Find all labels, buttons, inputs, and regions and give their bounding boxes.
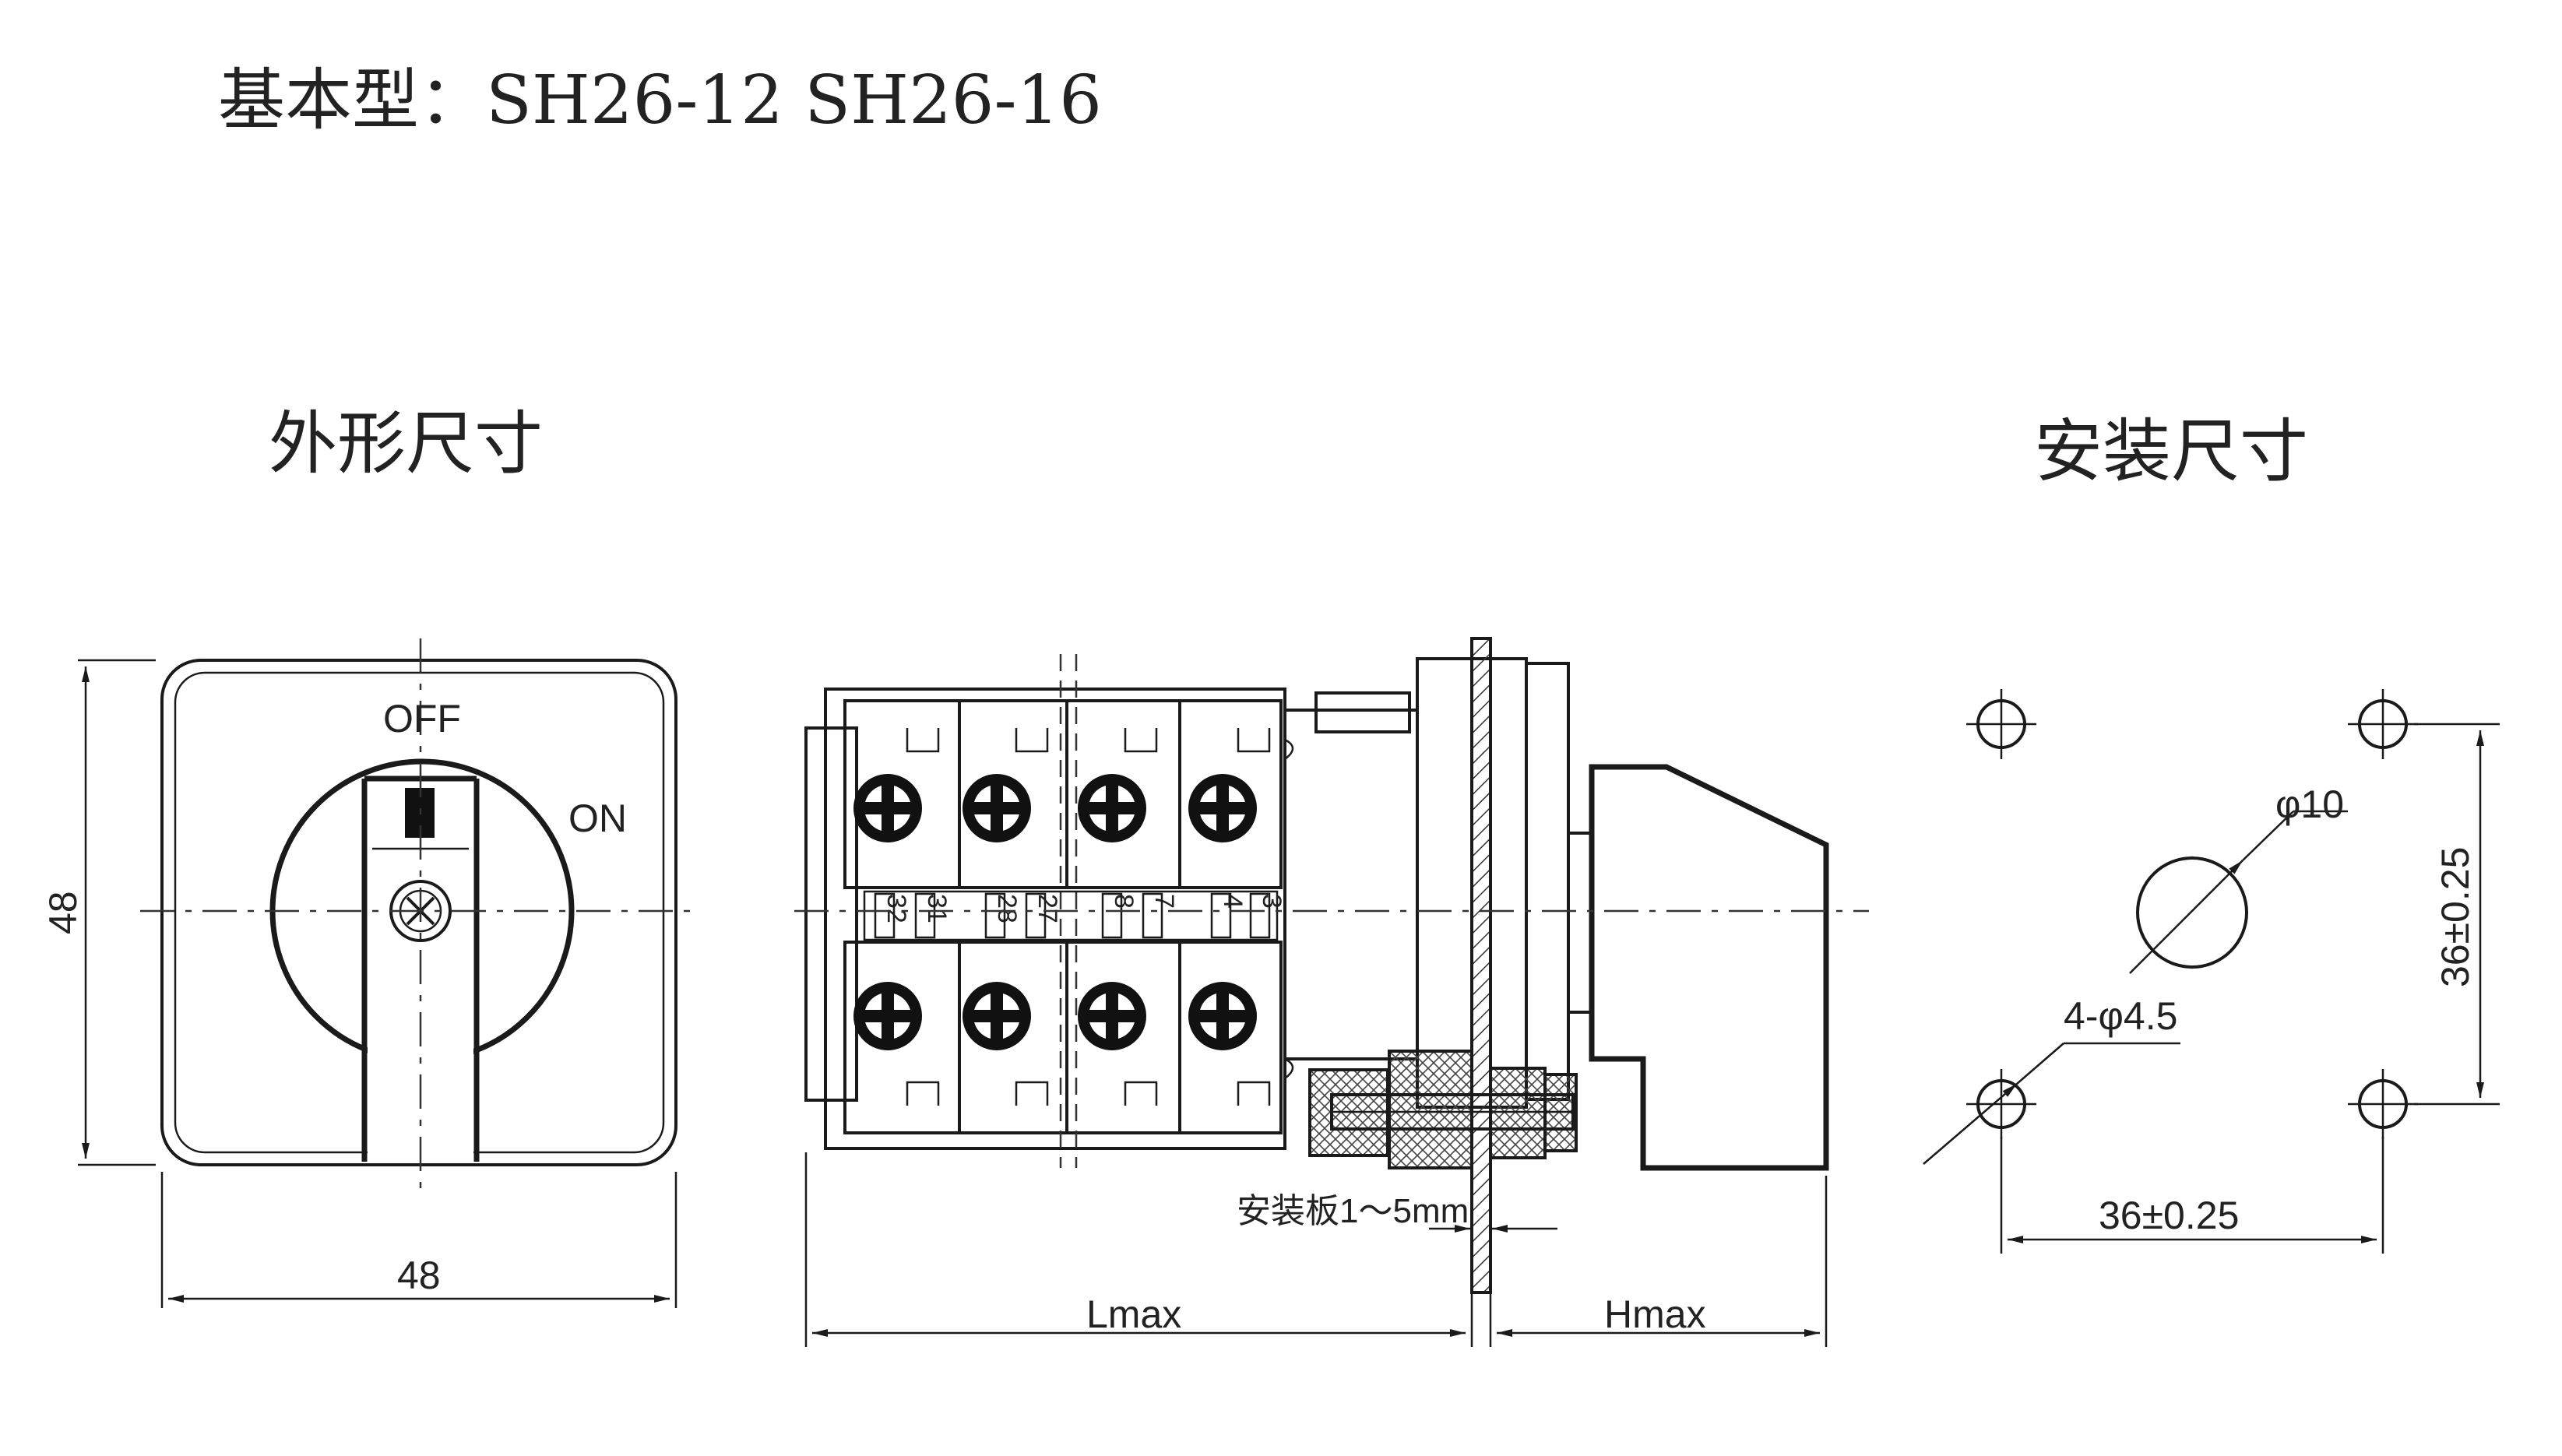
- terminal-number: 3: [1257, 894, 1286, 909]
- dim-hmax: Hmax: [1604, 1292, 1706, 1336]
- page-title: 基本型：SH26-12 SH26-16: [218, 62, 1102, 139]
- label-center-hole: φ10: [2275, 783, 2344, 826]
- label-off: OFF: [383, 697, 461, 740]
- terminal-number: 8: [1109, 894, 1138, 909]
- terminal-row-bottom: [843, 941, 1283, 1134]
- dim-horizontal-spacing: 36±0.25: [2099, 1194, 2239, 1237]
- side-view: 32 31 28 27 8 7 4 3: [794, 637, 1869, 1347]
- terminal-number: 28: [992, 894, 1022, 923]
- terminal-screw-icon: [853, 982, 922, 1050]
- terminal-screw-icon: [1078, 774, 1146, 842]
- terminal-number: 7: [1149, 894, 1179, 909]
- corner-hole-icon: [2348, 689, 2418, 759]
- terminal-screw-icon: [1188, 774, 1257, 842]
- knob-side-profile: [1589, 764, 1829, 1171]
- mounting-panel: [1470, 637, 1492, 1294]
- terminal-number: 31: [922, 894, 952, 923]
- panel-thickness-note: 安装板1～5mm: [1237, 1192, 1469, 1230]
- center-hole-icon: [2136, 856, 2248, 969]
- terminal-screw-icon: [963, 982, 1031, 1050]
- label-on: ON: [568, 797, 627, 840]
- corner-hole-icon: [1966, 689, 2036, 759]
- terminal-screw-icon: [963, 774, 1031, 842]
- terminal-number: 32: [882, 894, 911, 923]
- dim-lmax: Lmax: [1086, 1292, 1181, 1336]
- dim-width-48: 48: [397, 1254, 441, 1297]
- terminal-row-top: [843, 699, 1283, 889]
- section-title-mounting: 安装尺寸: [2034, 411, 2308, 491]
- dim-height-48: 48: [41, 891, 85, 934]
- mounting-view: φ10 4-φ4.5 36±0.25 36±0.25: [1923, 689, 2500, 1254]
- front-face-outer: [160, 659, 677, 1166]
- corner-hole-icon: [2348, 1069, 2418, 1139]
- front-view: OFF ON 48 48: [41, 638, 701, 1308]
- label-corner-holes: 4-φ4.5: [2064, 994, 2177, 1038]
- terminal-number: 27: [1033, 894, 1062, 923]
- terminal-screw-icon: [1188, 982, 1257, 1050]
- dim-vertical-spacing: 36±0.25: [2434, 847, 2477, 987]
- section-title-outline: 外形尺寸: [269, 403, 543, 484]
- terminal-labels: 32 31 28 27 8 7 4 3: [882, 894, 1286, 923]
- terminal-number: 4: [1218, 894, 1248, 909]
- terminal-screw-icon: [1078, 982, 1146, 1050]
- terminal-screw-icon: [853, 774, 922, 842]
- corner-hole-icon: [1966, 1069, 2036, 1139]
